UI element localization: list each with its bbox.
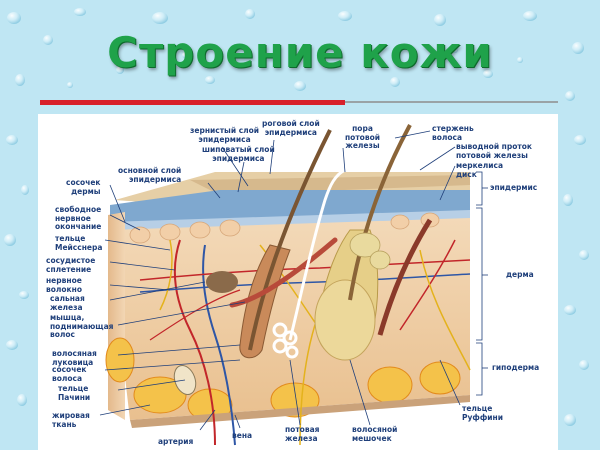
title-underline-gray (345, 101, 558, 103)
label-hair-follicle: волосяной мешочек (352, 425, 398, 443)
label-stratum-corneum: роговой слой эпидермиса (262, 119, 320, 137)
label-artery: артерия (158, 437, 194, 446)
label-nerve-fiber: нервное волокно (46, 276, 82, 294)
label-hypodermis: гиподерма (492, 363, 540, 372)
label-pacinian-corpuscle: тельце Пачини (58, 384, 91, 402)
sweat-gland-coil (272, 322, 299, 359)
label-adipose-tissue: жировая ткань (52, 411, 90, 429)
hair-shaft-left (248, 129, 332, 351)
label-merkel-disk: меркелиса диск (456, 161, 504, 179)
hair-shaft-right (348, 124, 412, 301)
label-free-nerve-ending: свободное нервное окончание (55, 205, 102, 231)
hair-follicle-sac (314, 279, 376, 361)
sweat-duct (288, 168, 346, 341)
label-hair-shaft: стержень волоса (432, 124, 474, 142)
label-hair-papilla: сосочек волоса (52, 365, 87, 383)
title-underline-red (40, 100, 345, 105)
label-sebaceous-gland: сальная железа (50, 294, 85, 312)
label-epidermis: эпидермис (490, 183, 538, 192)
label-dermis: дерма (506, 270, 534, 279)
label-hair-bulb: волосяная луковица (52, 349, 97, 367)
slide-title: Строение кожи (107, 28, 493, 77)
label-vascular-plexus: сосудистое сплетение (46, 256, 96, 274)
label-stratum-basale: основной слой эпидермиса (118, 166, 182, 184)
label-dermal-papilla: сосочек дермы (66, 178, 101, 196)
label-sweat-gland: потовая железа (285, 425, 320, 443)
sebaceous-gland-left (206, 271, 238, 293)
label-ruffini-corpuscle: тельце Руффини (462, 404, 503, 422)
label-stratum-spinosum: шиповатый слой эпидермиса (202, 145, 275, 163)
label-sweat-pore: пора потовой железы (345, 124, 380, 150)
sebaceous-gland-right (349, 232, 391, 270)
label-sweat-duct: выводной проток потовой железы (456, 142, 532, 160)
label-stratum-granulosum: зернистый слой эпидермиса (190, 126, 260, 144)
label-arrector-pili: мышца, поднимающая волос (50, 313, 114, 339)
label-meissner-corpuscle: тельце Мейсснера (55, 234, 103, 252)
label-vein: вена (232, 431, 253, 440)
